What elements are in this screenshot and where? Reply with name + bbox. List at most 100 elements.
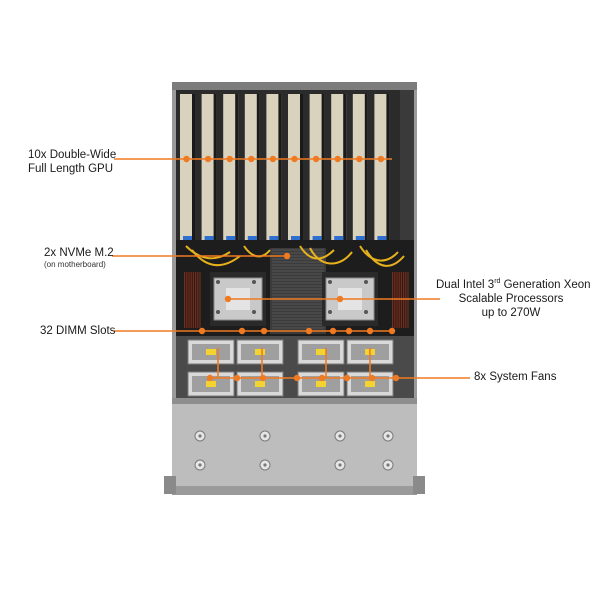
gpu-card <box>309 94 325 240</box>
cpu-screw <box>216 280 220 284</box>
power-cable <box>191 249 241 266</box>
dimm-callout-dot <box>260 327 268 335</box>
dimm-slots <box>184 272 409 328</box>
gpu-card-edge <box>192 94 195 240</box>
front-bay-shade <box>172 398 417 404</box>
dimm-label: 32 DIMM Slots <box>40 324 115 338</box>
front-screw-center <box>263 463 267 467</box>
gpu-card-edge <box>300 94 303 240</box>
power-cable <box>185 245 231 260</box>
nvme-label: 2x NVMe M.2 (on motherboard) <box>44 246 114 270</box>
front-screw-center <box>386 434 390 438</box>
cpu-label-line1-sup: rd <box>494 278 501 286</box>
power-cable <box>299 245 335 260</box>
gpu-power-connector <box>183 236 192 243</box>
system-fan-latch <box>316 381 326 387</box>
gpu-power-connector <box>226 236 236 243</box>
gpu-cards <box>180 94 390 243</box>
front-screw-center <box>338 463 342 467</box>
fans-callout-dot <box>392 374 400 382</box>
cpu-label-line3: up to 270W <box>481 307 541 319</box>
gpu-card-edge <box>343 94 347 240</box>
dimm-callout-dot <box>305 327 313 335</box>
gpu-card <box>331 94 347 240</box>
dimm-slot <box>405 272 407 328</box>
gpu-card-edge <box>321 94 325 240</box>
gpu-card-edge <box>278 94 282 240</box>
gpu-label: 10x Double-Wide Full Length GPU <box>28 148 116 176</box>
gpu-card-edge <box>256 94 260 240</box>
system-fan-latch <box>255 349 265 355</box>
dimm-slot <box>186 272 188 328</box>
power-cable <box>309 247 353 265</box>
fans-callout-dot <box>318 374 326 382</box>
cpu-screw <box>328 310 332 314</box>
gpu-card <box>374 94 390 240</box>
cpu-screw <box>364 280 368 284</box>
cpu-screw <box>216 310 220 314</box>
front-bay <box>172 398 417 486</box>
dimm-slot <box>184 272 186 328</box>
dimm-slot <box>396 272 398 328</box>
gpu-callout-dot <box>312 155 320 163</box>
gpu-card <box>201 94 217 240</box>
gpu-power-connector <box>204 236 214 243</box>
gpu-power-connector <box>355 236 365 243</box>
cpu-label: Dual Intel 3rd Generation Xeon Scalable … <box>436 278 591 320</box>
cpu-screw <box>252 310 256 314</box>
dimm-callout-dot <box>366 327 374 335</box>
dimm-callout-dot <box>345 327 353 335</box>
chassis-top-rail <box>172 82 417 90</box>
callout-lines <box>112 155 470 382</box>
gpu-card-edge <box>235 94 239 240</box>
cpu-label-line1: Dual Intel 3rd Generation Xeon <box>436 278 591 292</box>
system-fan-latch <box>365 381 375 387</box>
system-fan-latch <box>206 381 216 387</box>
gpu-card <box>266 94 282 240</box>
gpu-callout-dot <box>248 155 255 163</box>
dimm-slot <box>199 272 201 328</box>
fans-callout-dot <box>259 374 267 382</box>
gpu-callout-dot <box>334 155 341 163</box>
cpu-screw <box>364 310 368 314</box>
power-cable <box>359 245 399 262</box>
system-fan-latch <box>206 349 216 355</box>
gpu-callout-dot <box>226 155 233 163</box>
dimm-slot <box>394 272 396 328</box>
dimm-callout-dot <box>198 327 206 335</box>
gpu-power-connector <box>377 236 387 243</box>
fans-label: 8x System Fans <box>474 370 556 384</box>
gpu-power-connector <box>334 236 344 243</box>
fans-callout-dot <box>293 374 301 382</box>
dimm-callout-dot <box>238 327 246 335</box>
nvme-label-line1: 2x NVMe M.2 <box>44 247 114 259</box>
front-screw-center <box>198 434 202 438</box>
front-screw-center <box>263 434 267 438</box>
fans-label-line1: 8x System Fans <box>474 371 557 383</box>
gpu-label-line2: Full Length GPU <box>28 163 114 175</box>
gpu-power-connector <box>312 236 322 243</box>
gpu-card <box>223 94 239 240</box>
side-riser <box>400 90 414 240</box>
cpu-callout-dot <box>224 295 232 303</box>
gpu-card-edge <box>364 94 368 240</box>
chassis-foot-left <box>164 476 176 494</box>
front-screw-center <box>338 434 342 438</box>
front-screw-center <box>198 463 202 467</box>
cpu-callout-dot <box>336 295 344 303</box>
dimm-slot <box>407 272 409 328</box>
fans-callout-dot <box>206 374 214 382</box>
dimm-slot <box>392 272 394 328</box>
gpu-callout-dot <box>377 155 385 163</box>
cpu-label-line1-pre: Dual Intel 3 <box>436 279 495 291</box>
nvme-label-line2: (on motherboard) <box>44 260 106 269</box>
cpu-label-line2: Scalable Processors <box>458 293 564 305</box>
heatsink-fins <box>272 249 324 332</box>
power-cables <box>185 245 405 267</box>
gpu-card-edge <box>386 94 390 240</box>
dimm-slot <box>403 272 405 328</box>
dimm-slot <box>197 272 199 328</box>
front-screws <box>194 430 394 471</box>
